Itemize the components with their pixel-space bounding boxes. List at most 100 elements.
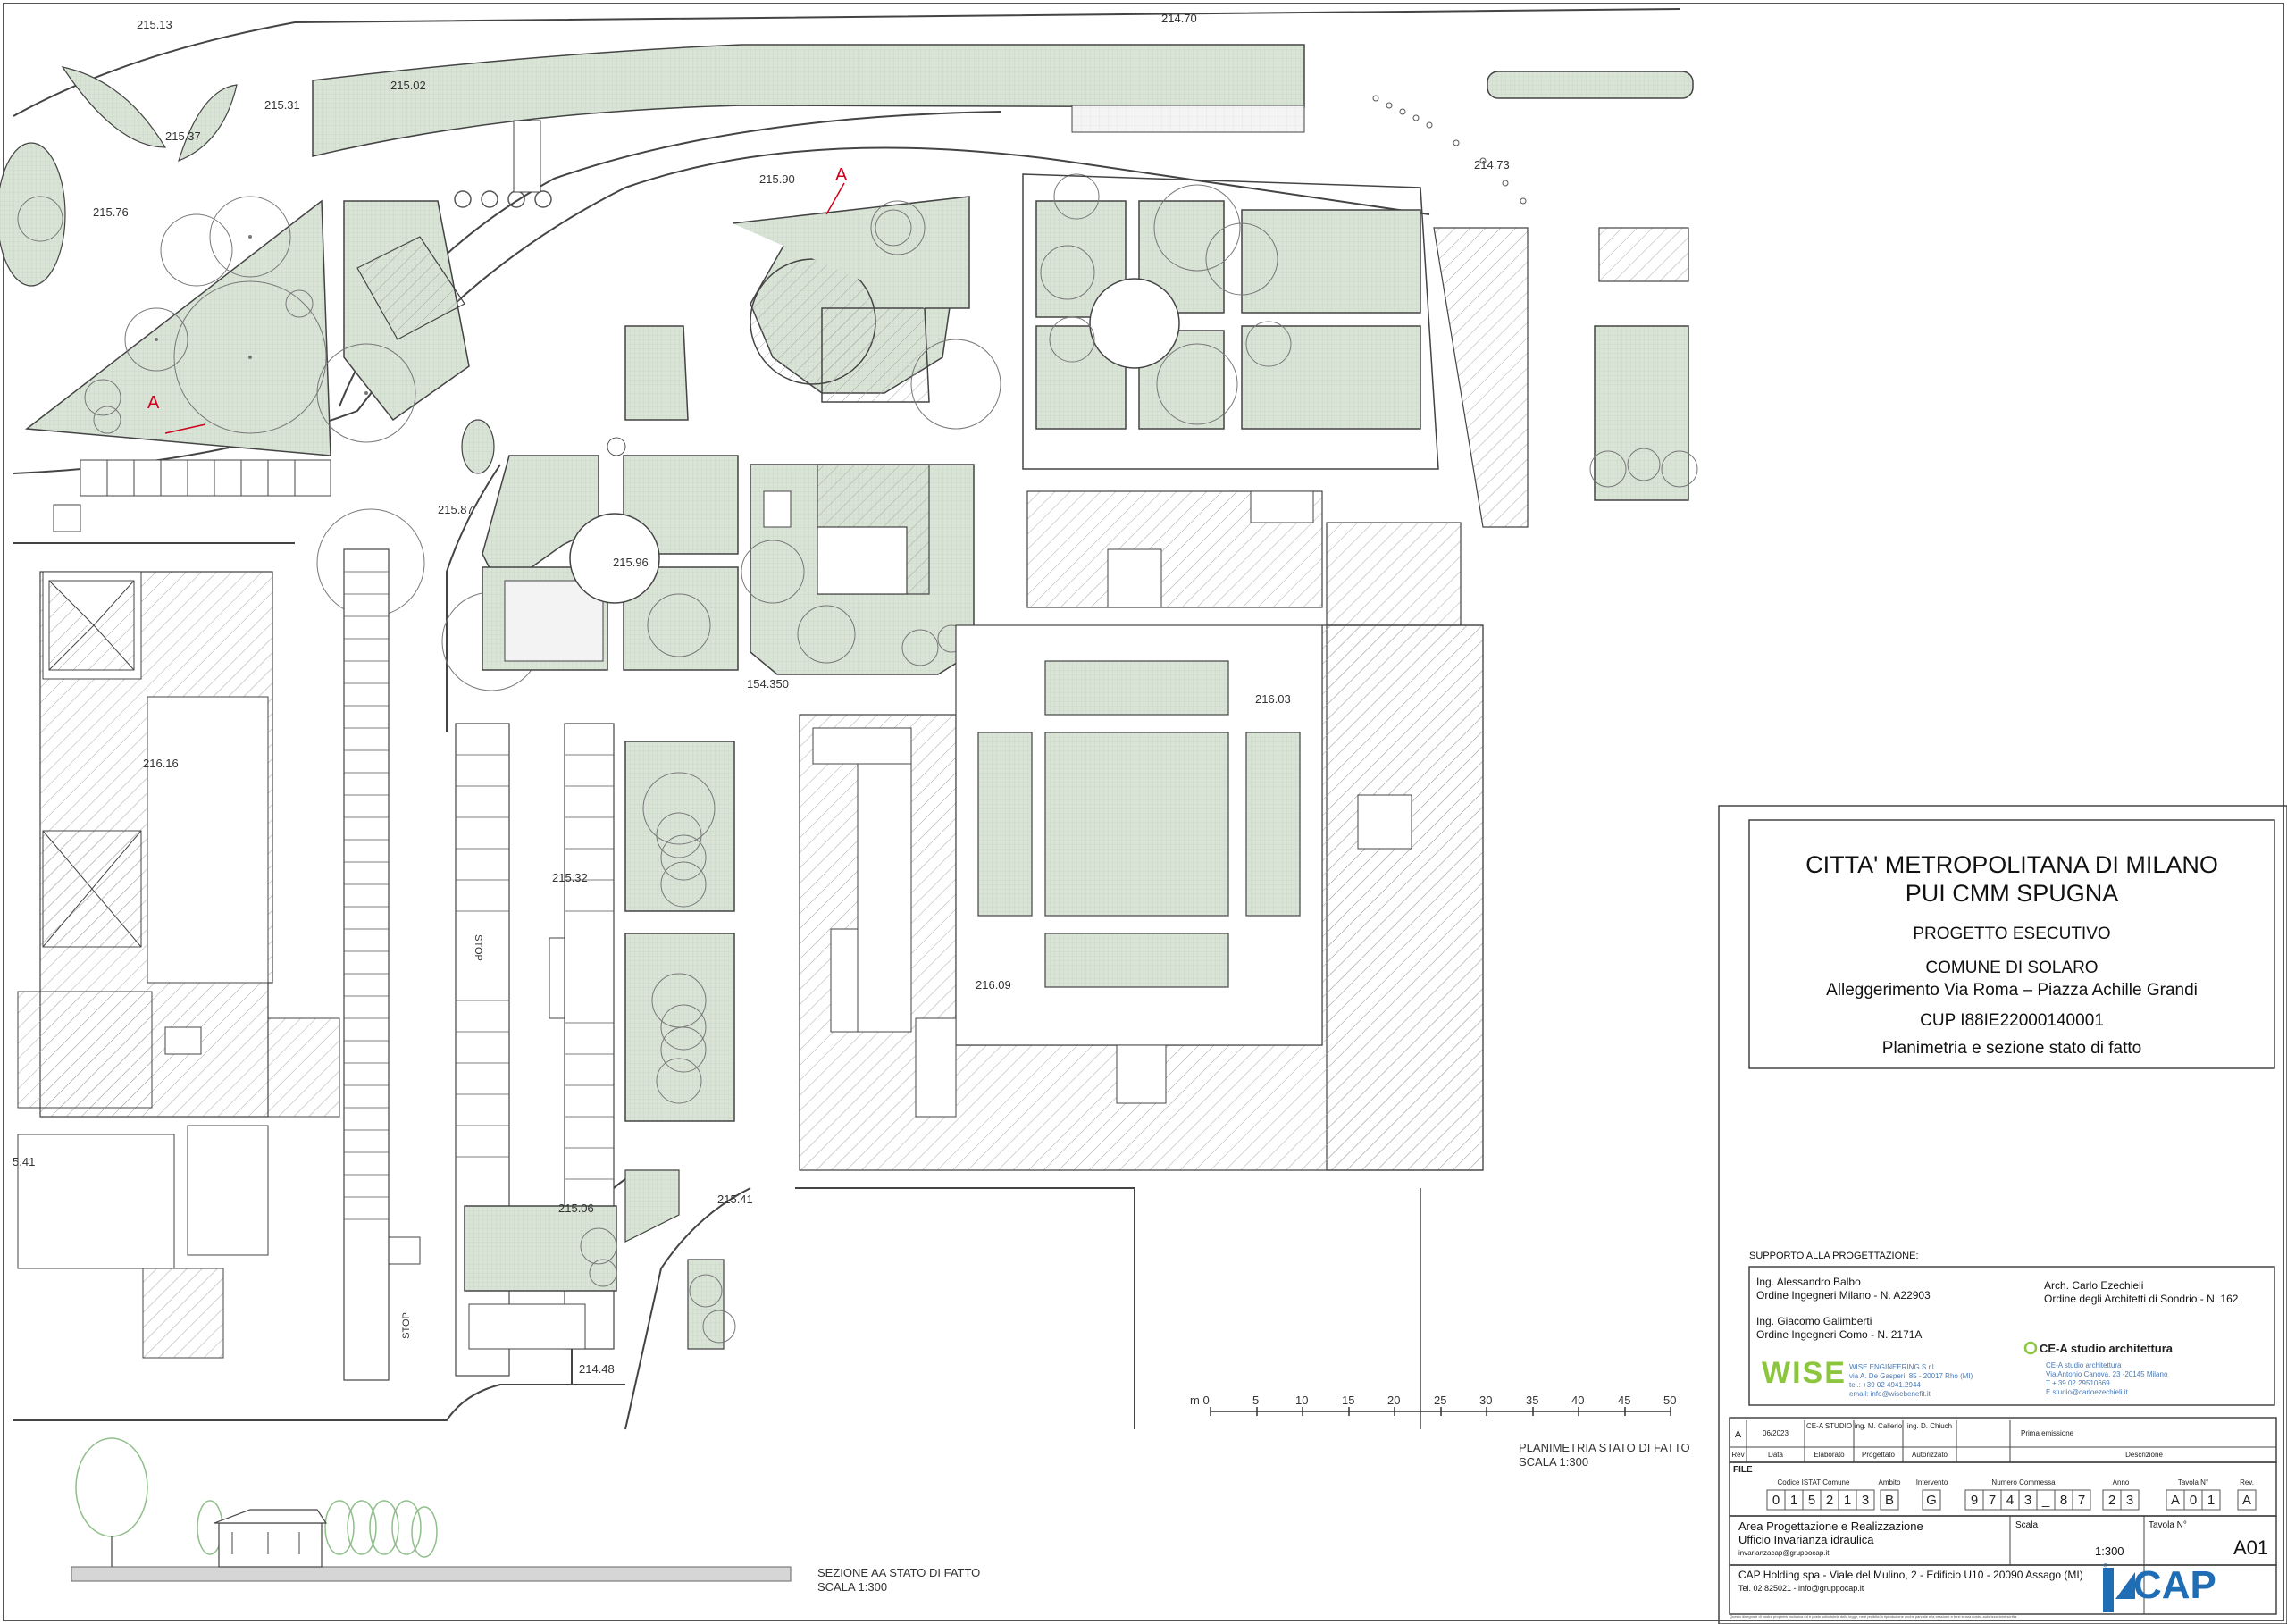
cup-code: CUP I88IE22000140001 bbox=[1920, 1011, 2104, 1030]
cap-logo-small: GRUPPO bbox=[2104, 1562, 2110, 1587]
scale-label: 10 bbox=[1295, 1394, 1309, 1407]
commessa-digit: 8 bbox=[2059, 1493, 2068, 1508]
istat-digit: 1 bbox=[1843, 1493, 1852, 1508]
scale-label: 20 bbox=[1387, 1394, 1401, 1407]
elevation-label: 5.41 bbox=[13, 1155, 36, 1168]
rev-checked: ing. M. Callerio bbox=[1854, 1422, 1903, 1430]
elevation-label: 215.31 bbox=[264, 98, 300, 112]
rev-header: Autorizzato bbox=[1911, 1451, 1948, 1459]
scale-label: 5 bbox=[1252, 1394, 1260, 1407]
elevation-label: 154.350 bbox=[747, 677, 789, 691]
elevation-label: 216.09 bbox=[976, 978, 1011, 992]
rev-code: A bbox=[2241, 1493, 2251, 1508]
rev-date: 06/2023 bbox=[1763, 1429, 1789, 1437]
elevation-label: 216.03 bbox=[1255, 692, 1291, 706]
commessa-digit: 4 bbox=[2006, 1493, 2015, 1508]
sheet-digit: A bbox=[2170, 1493, 2180, 1508]
file-header: Numero Commessa bbox=[1991, 1478, 2056, 1486]
elevation-label: 215.90 bbox=[759, 172, 795, 186]
file-header: Rev. bbox=[2240, 1478, 2254, 1486]
file-header: Intervento bbox=[1915, 1478, 1948, 1486]
sheet-digit: 0 bbox=[2189, 1493, 2198, 1508]
section-caption: SEZIONE AA STATO DI FATTO SCALA 1:300 bbox=[817, 1566, 981, 1594]
elevation-label: 215.87 bbox=[438, 503, 473, 516]
rev-elaborated: CE-A STUDIO bbox=[1805, 1422, 1853, 1430]
rev-authorized: ing. D. Chiuch bbox=[1906, 1422, 1953, 1430]
scale-value: 1:300 bbox=[2095, 1544, 2124, 1558]
file-header: Tavola N° bbox=[2177, 1478, 2209, 1486]
stop-mark: STOP bbox=[400, 1312, 412, 1339]
ambito-code: B bbox=[1884, 1493, 1894, 1508]
cea-logo: CE-A studio architettura bbox=[2040, 1342, 2174, 1355]
scale-label: 25 bbox=[1434, 1394, 1447, 1407]
plan-caption: PLANIMETRIA STATO DI FATTO SCALA 1:300 bbox=[1519, 1441, 1690, 1469]
rev-value: A bbox=[1734, 1429, 1742, 1440]
sheet-label: Tavola N° bbox=[2149, 1520, 2187, 1530]
file-label: FILE bbox=[1733, 1465, 1753, 1475]
istat-digit: 2 bbox=[1825, 1493, 1834, 1508]
company-info: CAP Holding spa - Viale del Mulino, 2 - … bbox=[1738, 1569, 2083, 1593]
istat-digit: 0 bbox=[1772, 1493, 1780, 1508]
wise-contact: WISE ENGINEERING S.r.l. via A. De Gasper… bbox=[1849, 1363, 1973, 1398]
year-digit: 3 bbox=[2125, 1493, 2134, 1508]
commessa-digit: _ bbox=[2041, 1493, 2050, 1508]
file-header: Codice ISTAT Comune bbox=[1777, 1478, 1850, 1486]
elevation-label: 215.96 bbox=[613, 556, 649, 569]
rev-header: Progettato bbox=[1862, 1451, 1895, 1459]
elevation-label: 215.02 bbox=[390, 79, 426, 92]
elevation-label: 215.06 bbox=[558, 1201, 594, 1215]
scale-label: 15 bbox=[1342, 1394, 1355, 1407]
scale-label: 50 bbox=[1663, 1394, 1677, 1407]
scale-label: m 0 bbox=[1190, 1394, 1210, 1407]
office-info: Area Progettazione e Realizzazione Uffic… bbox=[1738, 1519, 1923, 1557]
elevation-label: 216.16 bbox=[143, 757, 179, 770]
sheet-digit: 1 bbox=[2207, 1493, 2216, 1508]
stop-mark: STOP bbox=[472, 934, 483, 961]
istat-digit: 5 bbox=[1807, 1493, 1816, 1508]
engineer-2: Ing. Giacomo Galimberti Ordine Ingegneri… bbox=[1756, 1315, 1923, 1341]
commessa-digit: 3 bbox=[2023, 1493, 2032, 1508]
section-mark: A bbox=[147, 393, 160, 413]
elevation-label: 214.73 bbox=[1474, 158, 1510, 172]
elevation-label: 215.41 bbox=[717, 1193, 753, 1206]
scale-label: 40 bbox=[1571, 1394, 1585, 1407]
wise-logo: WISE bbox=[1762, 1356, 1847, 1390]
elevation-label: 215.32 bbox=[552, 871, 588, 884]
istat-digit: 3 bbox=[1861, 1493, 1870, 1508]
file-header: Anno bbox=[2112, 1478, 2130, 1486]
footnote: Questo disegno è di nostra proprietà esc… bbox=[1730, 1614, 2018, 1619]
project-phase: PROGETTO ESECUTIVO bbox=[1913, 925, 2111, 943]
support-heading: SUPPORTO ALLA PROGETTAZIONE: bbox=[1749, 1251, 1919, 1261]
file-header: Ambito bbox=[1878, 1478, 1901, 1486]
elevation-label: 215.76 bbox=[93, 205, 129, 219]
architect: Arch. Carlo Ezechieli Ordine degli Archi… bbox=[2044, 1279, 2239, 1305]
commessa-digit: 9 bbox=[1970, 1493, 1979, 1508]
elevation-label: 215.37 bbox=[165, 130, 201, 143]
commessa-digit: 7 bbox=[1988, 1493, 1997, 1508]
cap-logo: CAP bbox=[2133, 1563, 2216, 1607]
rev-header: Data bbox=[1768, 1451, 1783, 1459]
year-digit: 2 bbox=[2107, 1493, 2116, 1508]
rev-header: Elaborato bbox=[1814, 1451, 1845, 1459]
elevation-label: 214.70 bbox=[1161, 12, 1197, 25]
scale-label: Scala bbox=[2015, 1520, 2039, 1530]
section-mark: A bbox=[835, 165, 848, 185]
elevation-label: 215.13 bbox=[137, 18, 172, 31]
scale-label: 30 bbox=[1479, 1394, 1493, 1407]
rev-header: Descrizione bbox=[2125, 1451, 2163, 1459]
cea-contact: CE-A studio architettura Via Antonio Can… bbox=[2046, 1361, 2168, 1396]
sheet-number: A01 bbox=[2233, 1536, 2269, 1559]
rev-header: Rev bbox=[1731, 1451, 1745, 1459]
municipality: COMUNE DI SOLARO bbox=[1925, 958, 2099, 977]
sheet-border bbox=[3, 3, 2284, 1621]
project-name: Alleggerimento Via Roma – Piazza Achille… bbox=[1826, 981, 2198, 1000]
engineer-1: Ing. Alessandro Balbo Ordine Ingegneri M… bbox=[1756, 1276, 1931, 1302]
elevation-label: 214.48 bbox=[579, 1362, 615, 1376]
drawing-title: Planimetria e sezione stato di fatto bbox=[1881, 1039, 2142, 1058]
project-title: CITTA' METROPOLITANA DI MILANO PUI CMM S… bbox=[1805, 851, 2218, 907]
scale-label: 35 bbox=[1526, 1394, 1539, 1407]
commessa-digit: 7 bbox=[2077, 1493, 2086, 1508]
rev-description: Prima emissione bbox=[2021, 1429, 2074, 1437]
